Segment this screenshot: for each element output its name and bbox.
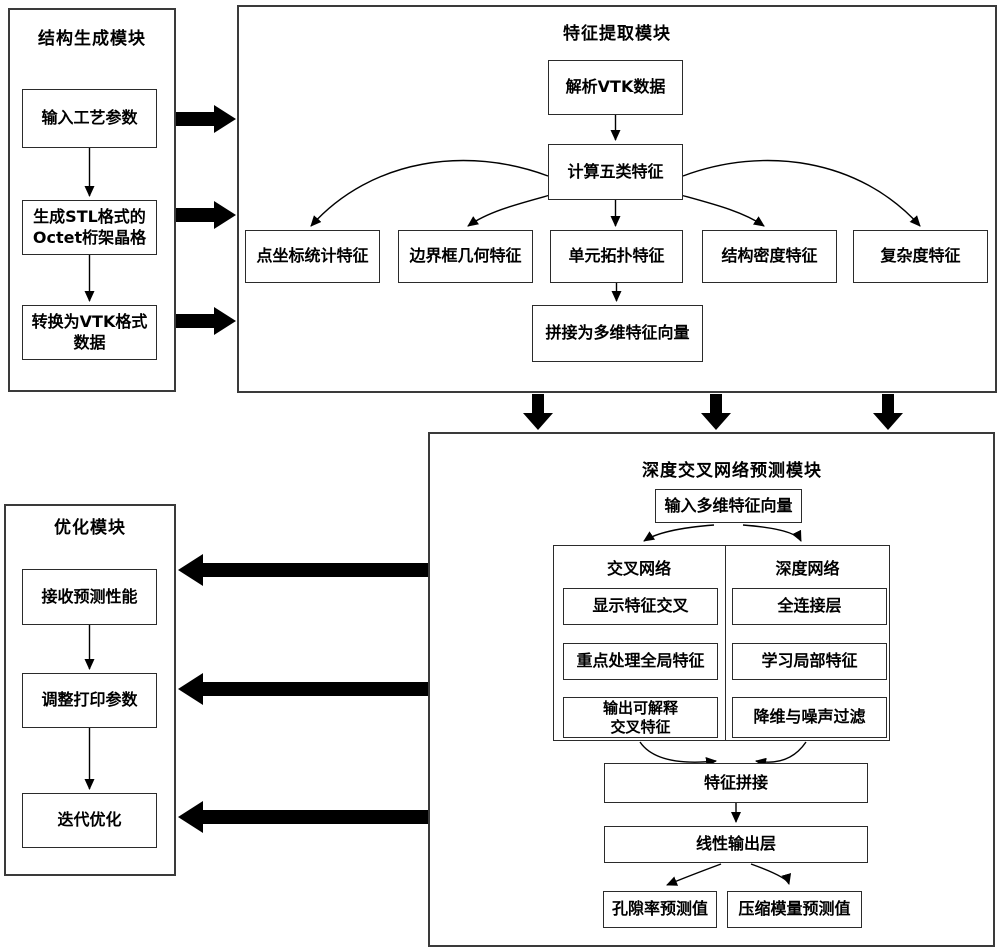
prediction-title: 深度交叉网络预测模块 — [642, 461, 822, 481]
step-iterative-optimization: 迭代优化 — [22, 793, 157, 848]
deep-network-header: 深度网络 — [775, 559, 840, 578]
block-arrow-fe-to-pred-2 — [701, 394, 731, 430]
block-arrow-fe-to-pred-3 — [873, 394, 903, 430]
deep-step-dim-reduction-noise: 降维与噪声过滤 — [732, 697, 887, 738]
step-feature-concat: 特征拼接 — [604, 763, 868, 803]
step-linear-output-layer: 线性输出层 — [604, 826, 868, 863]
step-receive-predicted-performance: 接收预测性能 — [22, 569, 157, 625]
arrow-compute-to-f4 — [676, 193, 765, 227]
step-convert-vtk: 转换为VTK格式 数据 — [22, 305, 157, 360]
optimization-title: 优化模块 — [54, 518, 126, 538]
step-input-feature-vector: 输入多维特征向量 — [655, 489, 802, 523]
block-arrow-pred-to-opt-2 — [178, 673, 428, 705]
step-input-process-params: 输入工艺参数 — [22, 89, 157, 148]
block-arrow-pred-to-opt-1 — [178, 554, 428, 586]
feature-box-unit-topology: 单元拓扑特征 — [550, 230, 683, 283]
block-arrow-pred-to-opt-3 — [178, 801, 428, 833]
block-arrow-fe-to-pred-1 — [523, 394, 553, 430]
arrow-compute-to-f1 — [310, 159, 549, 227]
cross-step-output-interpretable: 输出可解释 交叉特征 — [563, 697, 718, 738]
arrow-deep-to-concat — [755, 741, 807, 768]
feature-extraction-title: 特征提取模块 — [563, 24, 671, 44]
arrow-input-to-cross — [643, 524, 715, 542]
arrow-cross-to-concat — [639, 741, 717, 767]
feature-box-point-coord-stats: 点坐标统计特征 — [245, 230, 380, 283]
cross-network-header: 交叉网络 — [606, 559, 671, 578]
network-columns-divider — [725, 545, 726, 741]
step-generate-stl-octet: 生成STL格式的 Octet桁架晶格 — [22, 200, 157, 255]
step-concat-feature-vector: 拼接为多维特征向量 — [532, 305, 703, 362]
output-compression-modulus-prediction: 压缩模量预测值 — [727, 891, 862, 928]
step-adjust-print-params: 调整打印参数 — [22, 673, 157, 728]
cross-step-explicit-feature-cross: 显示特征交叉 — [563, 588, 718, 625]
block-arrow-sg-to-fe-2 — [176, 201, 236, 229]
arrow-input-to-deep — [742, 524, 802, 542]
arrow-compute-to-f5 — [682, 159, 921, 227]
block-arrow-sg-to-fe-3 — [176, 307, 236, 335]
feature-box-bounding-box-geometry: 边界框几何特征 — [398, 230, 533, 283]
feature-box-structure-density: 结构密度特征 — [702, 230, 837, 283]
arrow-compute-to-f2 — [467, 193, 555, 227]
cross-step-global-features: 重点处理全局特征 — [563, 643, 718, 680]
step-compute-five-features: 计算五类特征 — [548, 144, 683, 200]
step-parse-vtk: 解析VTK数据 — [548, 60, 683, 115]
block-arrow-sg-to-fe-1 — [176, 105, 236, 133]
feature-box-complexity: 复杂度特征 — [853, 230, 988, 283]
deep-step-fully-connected: 全连接层 — [732, 588, 887, 625]
arrow-linear-to-porosity — [666, 863, 722, 886]
structure-generation-title: 结构生成模块 — [38, 29, 146, 49]
deep-step-learn-local-features: 学习局部特征 — [732, 643, 887, 680]
arrow-linear-to-modulus — [750, 863, 792, 885]
output-porosity-prediction: 孔隙率预测值 — [603, 891, 717, 928]
